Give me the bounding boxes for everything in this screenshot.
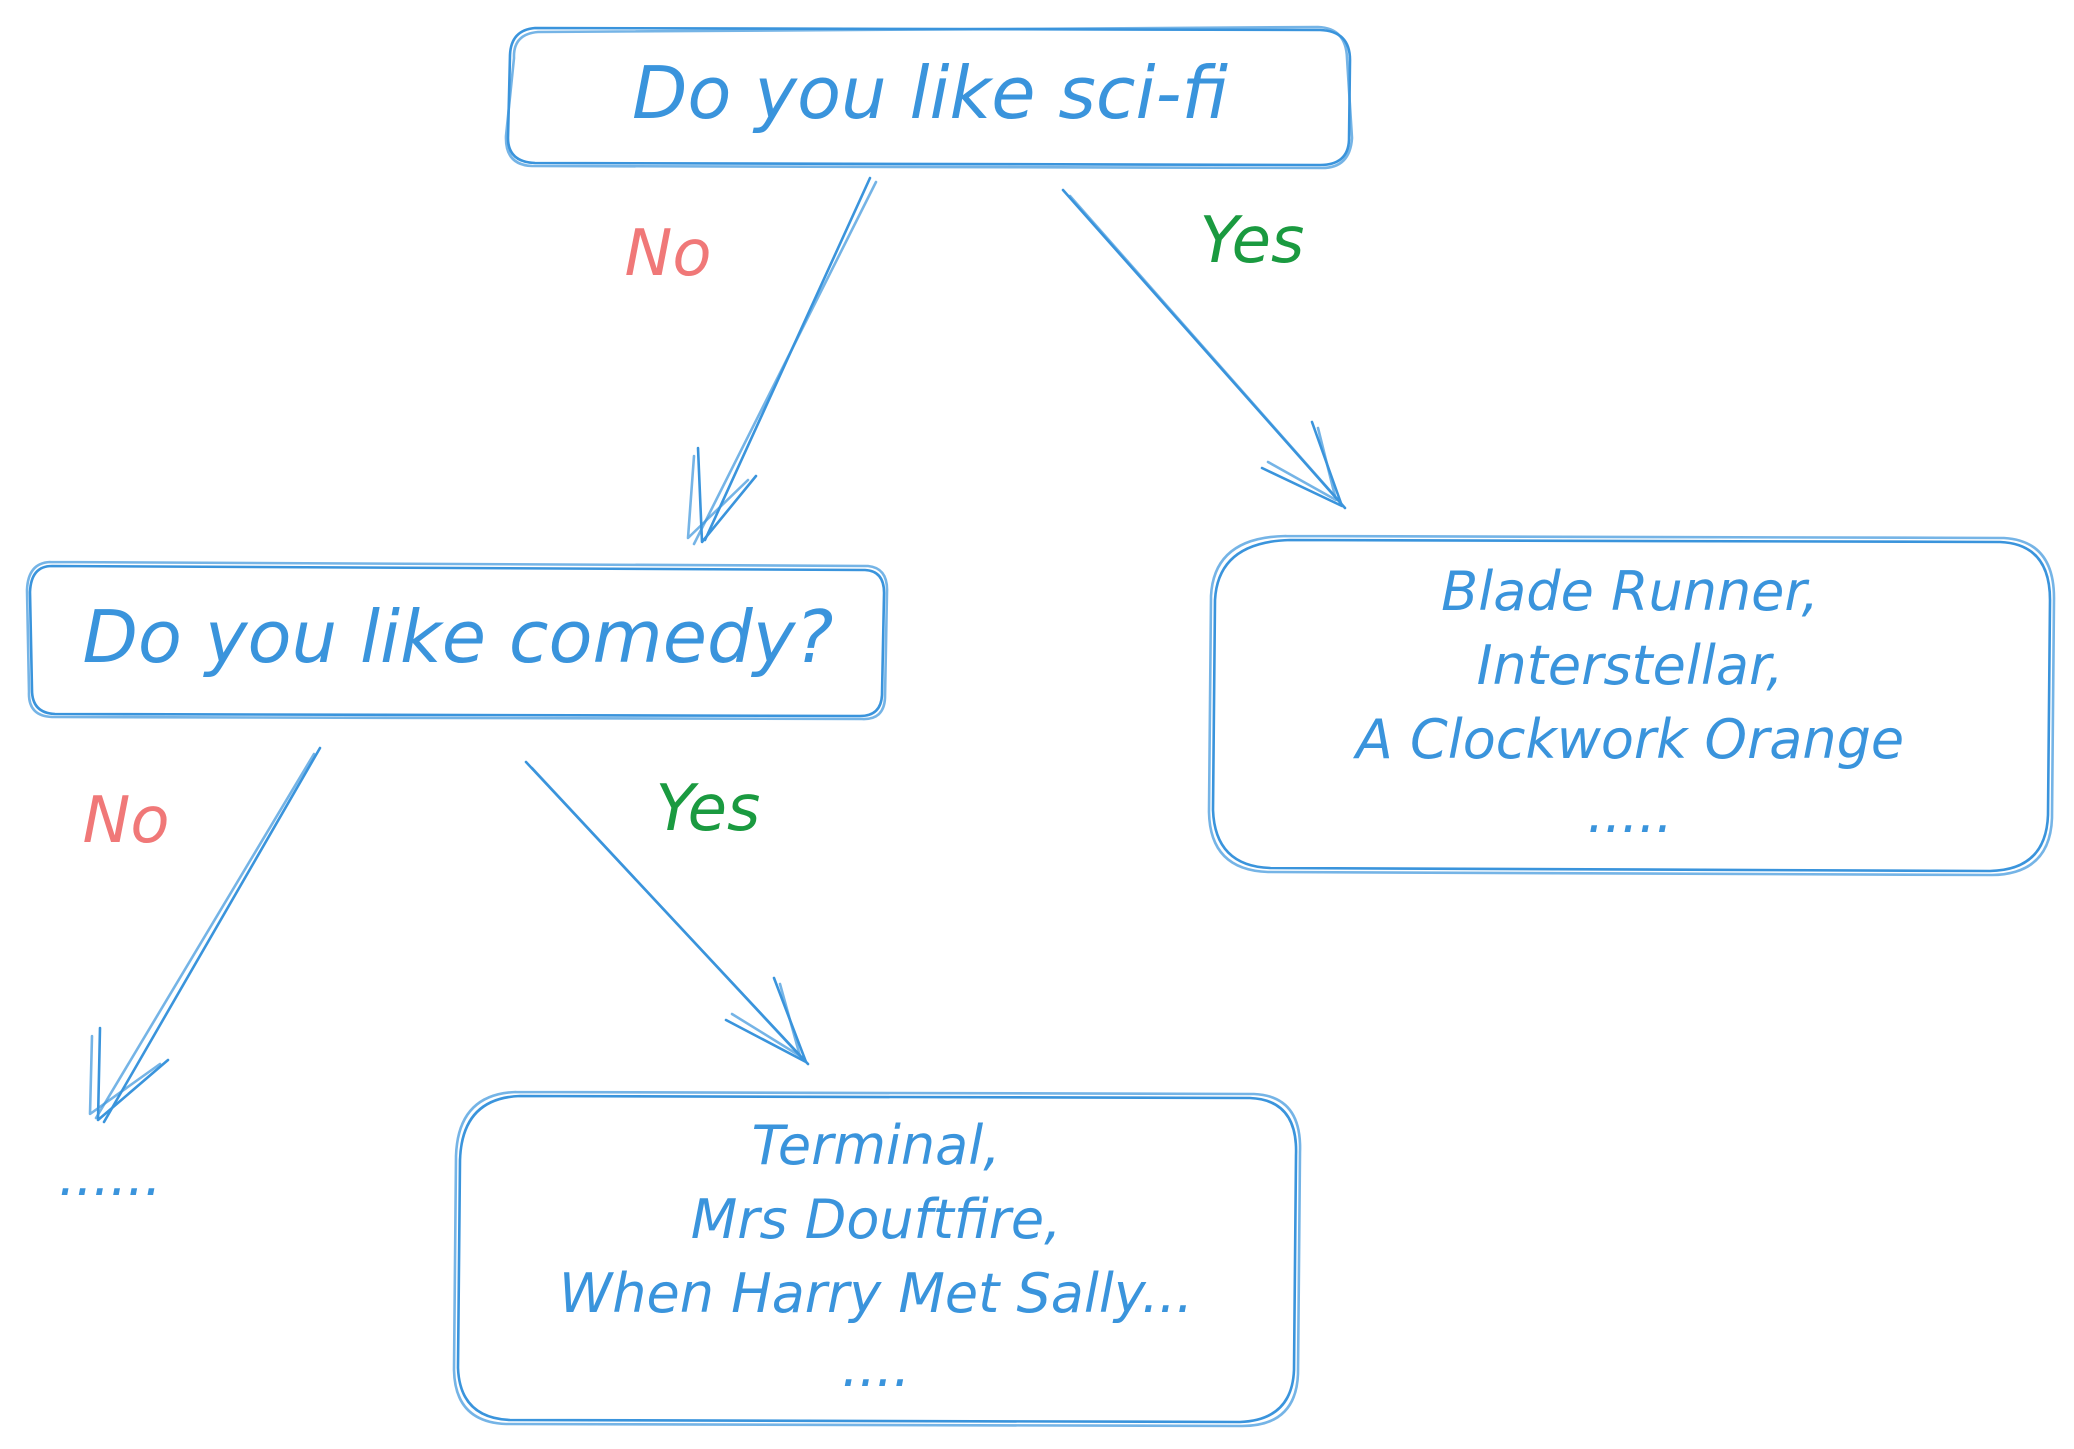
comedy-question-node: Do you like comedy?	[25, 560, 889, 721]
arrow-comedy-yes	[524, 760, 810, 1066]
comedy-question-box	[28, 564, 886, 718]
no-comedy-results-text: ......	[59, 1145, 162, 1208]
comedy-results-line-3: When Harry Met Sally...	[559, 1262, 1193, 1325]
arrow-scifi-no	[686, 176, 878, 546]
scifi-results-line-4: .....	[1587, 782, 1673, 845]
arrow-comedy-no	[88, 746, 322, 1124]
scifi-results-box-sketch	[1207, 534, 2056, 877]
scifi-question-box	[506, 26, 1352, 167]
arrow-scifi-yes	[1061, 188, 1347, 510]
scifi-question-text: Do you like sci-fi	[632, 51, 1229, 135]
scifi-results-line-3: A Clockwork Orange	[1353, 708, 1904, 771]
scifi-results-node: Blade Runner, Interstellar, A Clockwork …	[1207, 534, 2056, 877]
scifi-question-node: Do you like sci-fi	[504, 25, 1354, 170]
comedy-results-line-2: Mrs Douftfire,	[691, 1188, 1062, 1251]
scifi-no-label: No	[624, 217, 711, 291]
scifi-yes-label: Yes	[1200, 204, 1305, 278]
comedy-results-line-1: Terminal,	[752, 1114, 1001, 1177]
scifi-results-line-2: Interstellar,	[1477, 634, 1784, 697]
comedy-results-box	[456, 1094, 1298, 1424]
comedy-results-node: Terminal, Mrs Douftfire, When Harry Met …	[452, 1090, 1302, 1428]
comedy-no-label: No	[82, 784, 169, 858]
comedy-question-text: Do you like comedy?	[82, 595, 833, 679]
scifi-question-box-sketch	[504, 25, 1354, 170]
scifi-results-box	[1211, 538, 2052, 873]
comedy-results-box-sketch	[452, 1090, 1302, 1428]
scifi-results-line-1: Blade Runner,	[1441, 560, 1819, 623]
comedy-yes-label: Yes	[656, 772, 761, 846]
comedy-results-line-4: ....	[842, 1336, 911, 1399]
comedy-question-box-sketch	[25, 560, 889, 721]
